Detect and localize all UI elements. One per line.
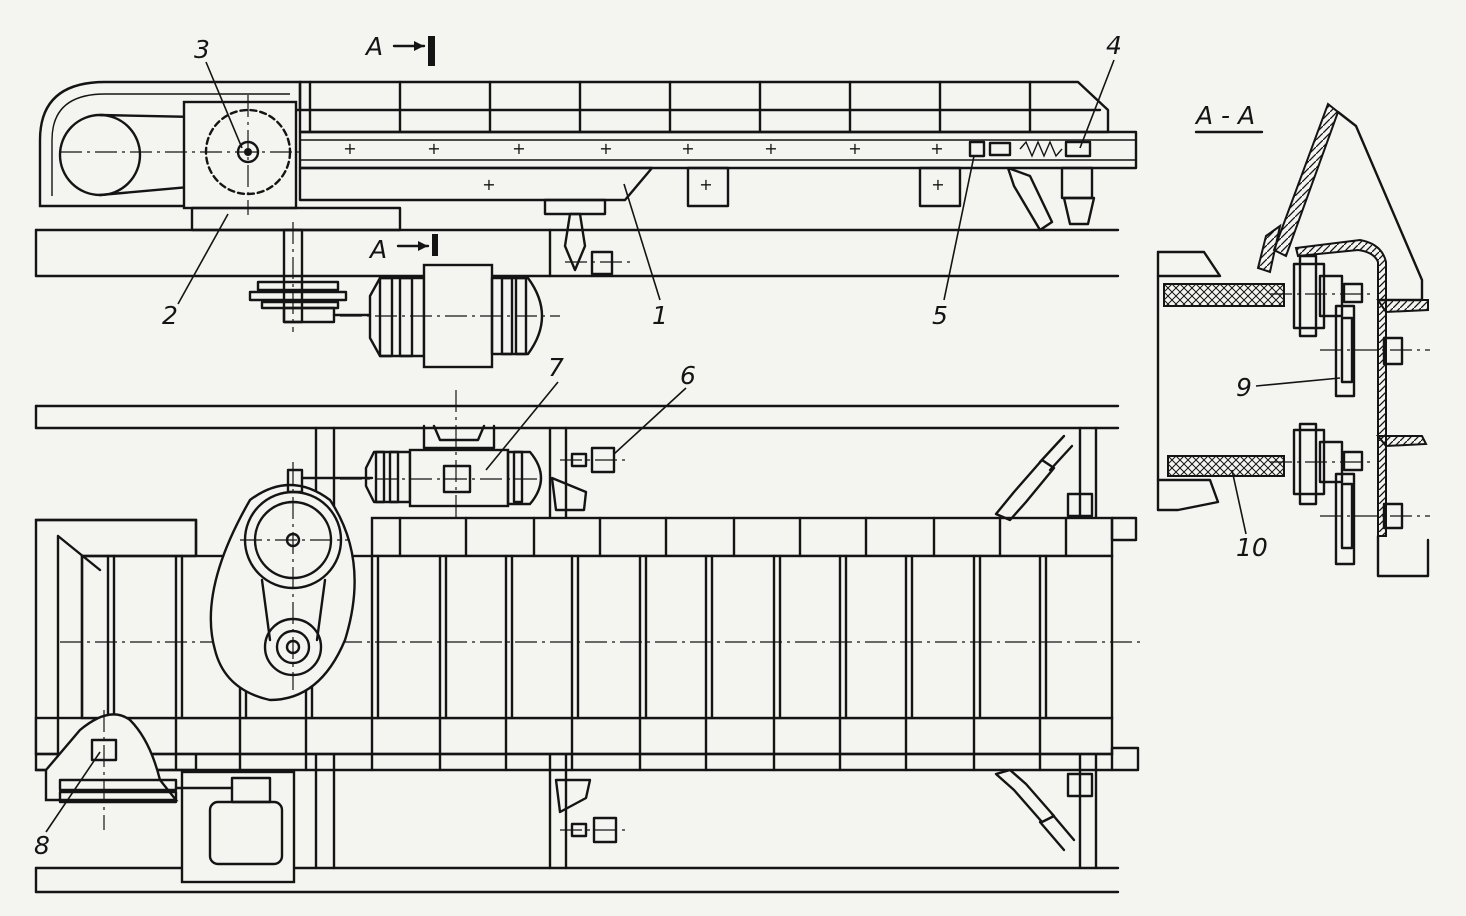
gear-drive-top	[248, 222, 372, 332]
roller-lower	[1270, 422, 1430, 566]
limit-switch-lower	[554, 778, 628, 844]
carriage-slab	[1156, 250, 1222, 278]
fastener-mark: +	[681, 139, 694, 158]
label-8: 8	[34, 831, 50, 860]
plan-view	[34, 390, 1140, 894]
belt-strip-lower	[1167, 455, 1285, 477]
conveyor-frame-top	[298, 80, 1138, 202]
cover-guard	[1272, 102, 1340, 258]
tension-rod-upper	[994, 434, 1074, 522]
section-marker-top: A	[364, 32, 435, 66]
support-foot	[918, 166, 962, 208]
belt-strip-upper	[1163, 283, 1285, 307]
sprocket-housing	[182, 100, 298, 210]
tensioner-assembly	[968, 140, 1096, 232]
fastener-mark: +	[699, 175, 712, 194]
tail-gear-drive	[44, 710, 296, 884]
fastener-mark: +	[930, 139, 943, 158]
label-2: 2	[162, 301, 178, 330]
label-5: 5	[932, 301, 948, 330]
fastener-mark: +	[427, 139, 440, 158]
support-foot	[686, 166, 730, 208]
section-title: A - A	[1194, 101, 1255, 130]
label-4: 4	[1106, 31, 1122, 60]
drive-motor-plan	[340, 390, 543, 522]
fastener-mark: +	[599, 139, 612, 158]
drive-motor-top	[340, 263, 560, 369]
callouts: 3 2 1 4 5 7 6 8 9 10	[34, 31, 1341, 860]
fastener-mark: +	[343, 139, 356, 158]
section-a-a: A - A	[1156, 101, 1430, 578]
fastener-mark: +	[512, 139, 525, 158]
section-marker-bottom: A	[368, 234, 438, 264]
label-7: 7	[548, 353, 564, 382]
label-6: 6	[680, 361, 696, 390]
label-3: 3	[194, 35, 210, 64]
carriage-beam	[298, 166, 654, 202]
section-letter: A	[368, 235, 387, 264]
section-letter: A	[364, 32, 383, 61]
label-9: 9	[1236, 373, 1252, 402]
fastener-mark: +	[931, 175, 944, 194]
label-10: 10	[1236, 533, 1268, 562]
tension-rod-lower	[994, 492, 1094, 852]
side-elevation-view: + + + + + + + + + + +	[34, 32, 1138, 369]
limit-switch-upper	[550, 446, 628, 512]
tension-lever	[543, 198, 630, 278]
base-plate	[190, 206, 402, 232]
fastener-mark: +	[848, 139, 861, 158]
roller-upper	[1270, 254, 1430, 398]
fastener-mark: +	[482, 175, 495, 194]
conveyor-frame-plan	[34, 516, 1140, 772]
fastener-mark: +	[764, 139, 777, 158]
label-1: 1	[652, 301, 668, 330]
drive-casing-plan	[209, 462, 374, 702]
